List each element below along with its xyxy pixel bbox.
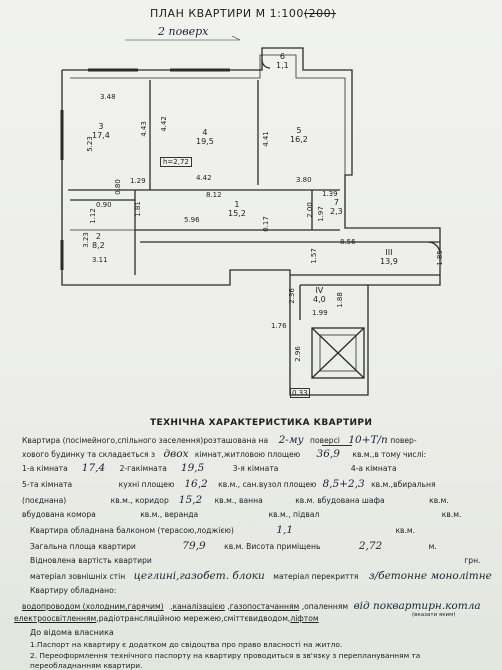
rooms-count: двох xyxy=(163,448,189,460)
owner-note-3: переобладнанням квартири. xyxy=(30,661,143,670)
dim-room3-height: 5.23 xyxy=(85,136,94,152)
dim-1-29: 1.29 xyxy=(130,177,146,185)
ceiling-material: з/бетонне монолітне xyxy=(368,570,492,582)
heating-hint: (вказати яким) xyxy=(412,612,456,618)
living-area: 36,9 xyxy=(316,448,340,460)
tech-line-balcony: Квартира обладнана балконом (терасою,лод… xyxy=(30,524,416,536)
dim-room3-width: 3.48 xyxy=(100,93,116,101)
dim-room1-width: 8.12 xyxy=(206,191,222,199)
corridor-area: 15,2 xyxy=(178,494,203,506)
dim-0-17: 0.17 xyxy=(261,216,270,232)
walls-material: цеглині,газобет. блоки xyxy=(133,570,265,582)
balcony-area: 1,1 xyxy=(276,524,294,536)
dim-2-36: 2.36 xyxy=(287,288,296,304)
ceiling-height-value: 2,72 xyxy=(358,540,383,552)
room-1-area: 17,4 xyxy=(81,462,106,474)
plan-title-text: ПЛАН КВАРТИРИ М 1:100 xyxy=(150,7,304,20)
bathroom-area: 8,5+2,3 xyxy=(322,478,365,490)
tech-equip-line-1: водопроводом (холодним,гарячим) ,каналіз… xyxy=(22,600,481,612)
dim-room2-width: 3.11 xyxy=(92,256,108,264)
tech-equip-line-2: електроосвітленням,радіотрансляційною ме… xyxy=(14,614,319,623)
dim-room7-width: 1.39 xyxy=(322,190,338,198)
dim-0-80: 0.80 xyxy=(113,179,122,195)
floor-plan-drawing xyxy=(60,35,441,396)
tech-line-cost: Відновлена вартість квартири грн. xyxy=(30,556,481,565)
dim-room5-width: 3.80 xyxy=(296,176,312,184)
owner-note-1: 1.Паспорт на квартиру є додатком до свід… xyxy=(30,640,343,649)
dim-room1-width2: 5.96 xyxy=(184,216,200,224)
floors-total: 10+Т/п xyxy=(348,434,388,446)
plan-title: ПЛАН КВАРТИРИ М 1:100(200) xyxy=(150,7,336,20)
owner-note-2: 2. Переоформлення технічного паспорту на… xyxy=(30,651,421,660)
dim-1-76: 1.76 xyxy=(271,322,287,330)
dim-room-III-width: 8.56 xyxy=(340,238,356,246)
total-area: 79,9 xyxy=(182,540,206,552)
dim-2-96: 2.96 xyxy=(293,346,302,362)
dim-room-IV-width: 1.99 xyxy=(312,309,328,317)
owner-notice-heading: До відома власника xyxy=(30,628,114,637)
tech-line-2: хового будинку та складається з двох кім… xyxy=(22,448,427,460)
kitchen-area: 16,2 xyxy=(184,478,208,490)
heating-type: від поквартирн.котла xyxy=(353,600,481,612)
dim-room3-height2: 4.43 xyxy=(139,121,148,137)
tech-line-materials: матеріал зовнішніх стін цеглині,газобет.… xyxy=(30,570,492,582)
room-2-area: 19,5 xyxy=(180,462,205,474)
tech-line-total: Загальна площа квартири 79,9 кв.м. Висот… xyxy=(30,540,437,552)
dim-1-12: 1.12 xyxy=(88,208,97,224)
tech-line-1: Квартира (посімейного,спільного заселенн… xyxy=(22,434,417,446)
dim-room4-height: 4.42 xyxy=(159,116,168,132)
tech-line-6: вбудована комора кв.м., веранда кв.м., п… xyxy=(22,510,462,519)
tech-title: ТЕХНІЧНА ХАРАКТЕРИСТИКА КВАРТИРИ xyxy=(150,418,373,428)
floor-value: 2-му xyxy=(278,434,304,446)
ceiling-height: h=2,72 xyxy=(160,157,192,167)
tech-equip-heading: Квартиру обладнано: xyxy=(30,586,117,595)
dim-room-III-height: 1.85 xyxy=(435,250,444,266)
dim-0-33: 0.33 xyxy=(290,388,310,398)
dim-room2-height: 3.23 xyxy=(81,232,90,248)
dim-2-00: 2.00 xyxy=(305,202,314,218)
struck-scale: (200) xyxy=(303,7,336,20)
rule xyxy=(322,445,352,446)
floor-label: 2 поверх xyxy=(158,25,209,38)
dim-room-IV-height: 1.88 xyxy=(335,292,344,308)
dim-room4-width: 4.42 xyxy=(196,174,212,182)
dim-1-97: 1.97 xyxy=(316,206,325,222)
dim-1-81: 1.81 xyxy=(133,201,142,217)
dim-room5-height: 4.41 xyxy=(261,131,270,147)
dim-0-90: 0.90 xyxy=(96,201,112,209)
dim-1-57: 1.57 xyxy=(309,248,318,264)
